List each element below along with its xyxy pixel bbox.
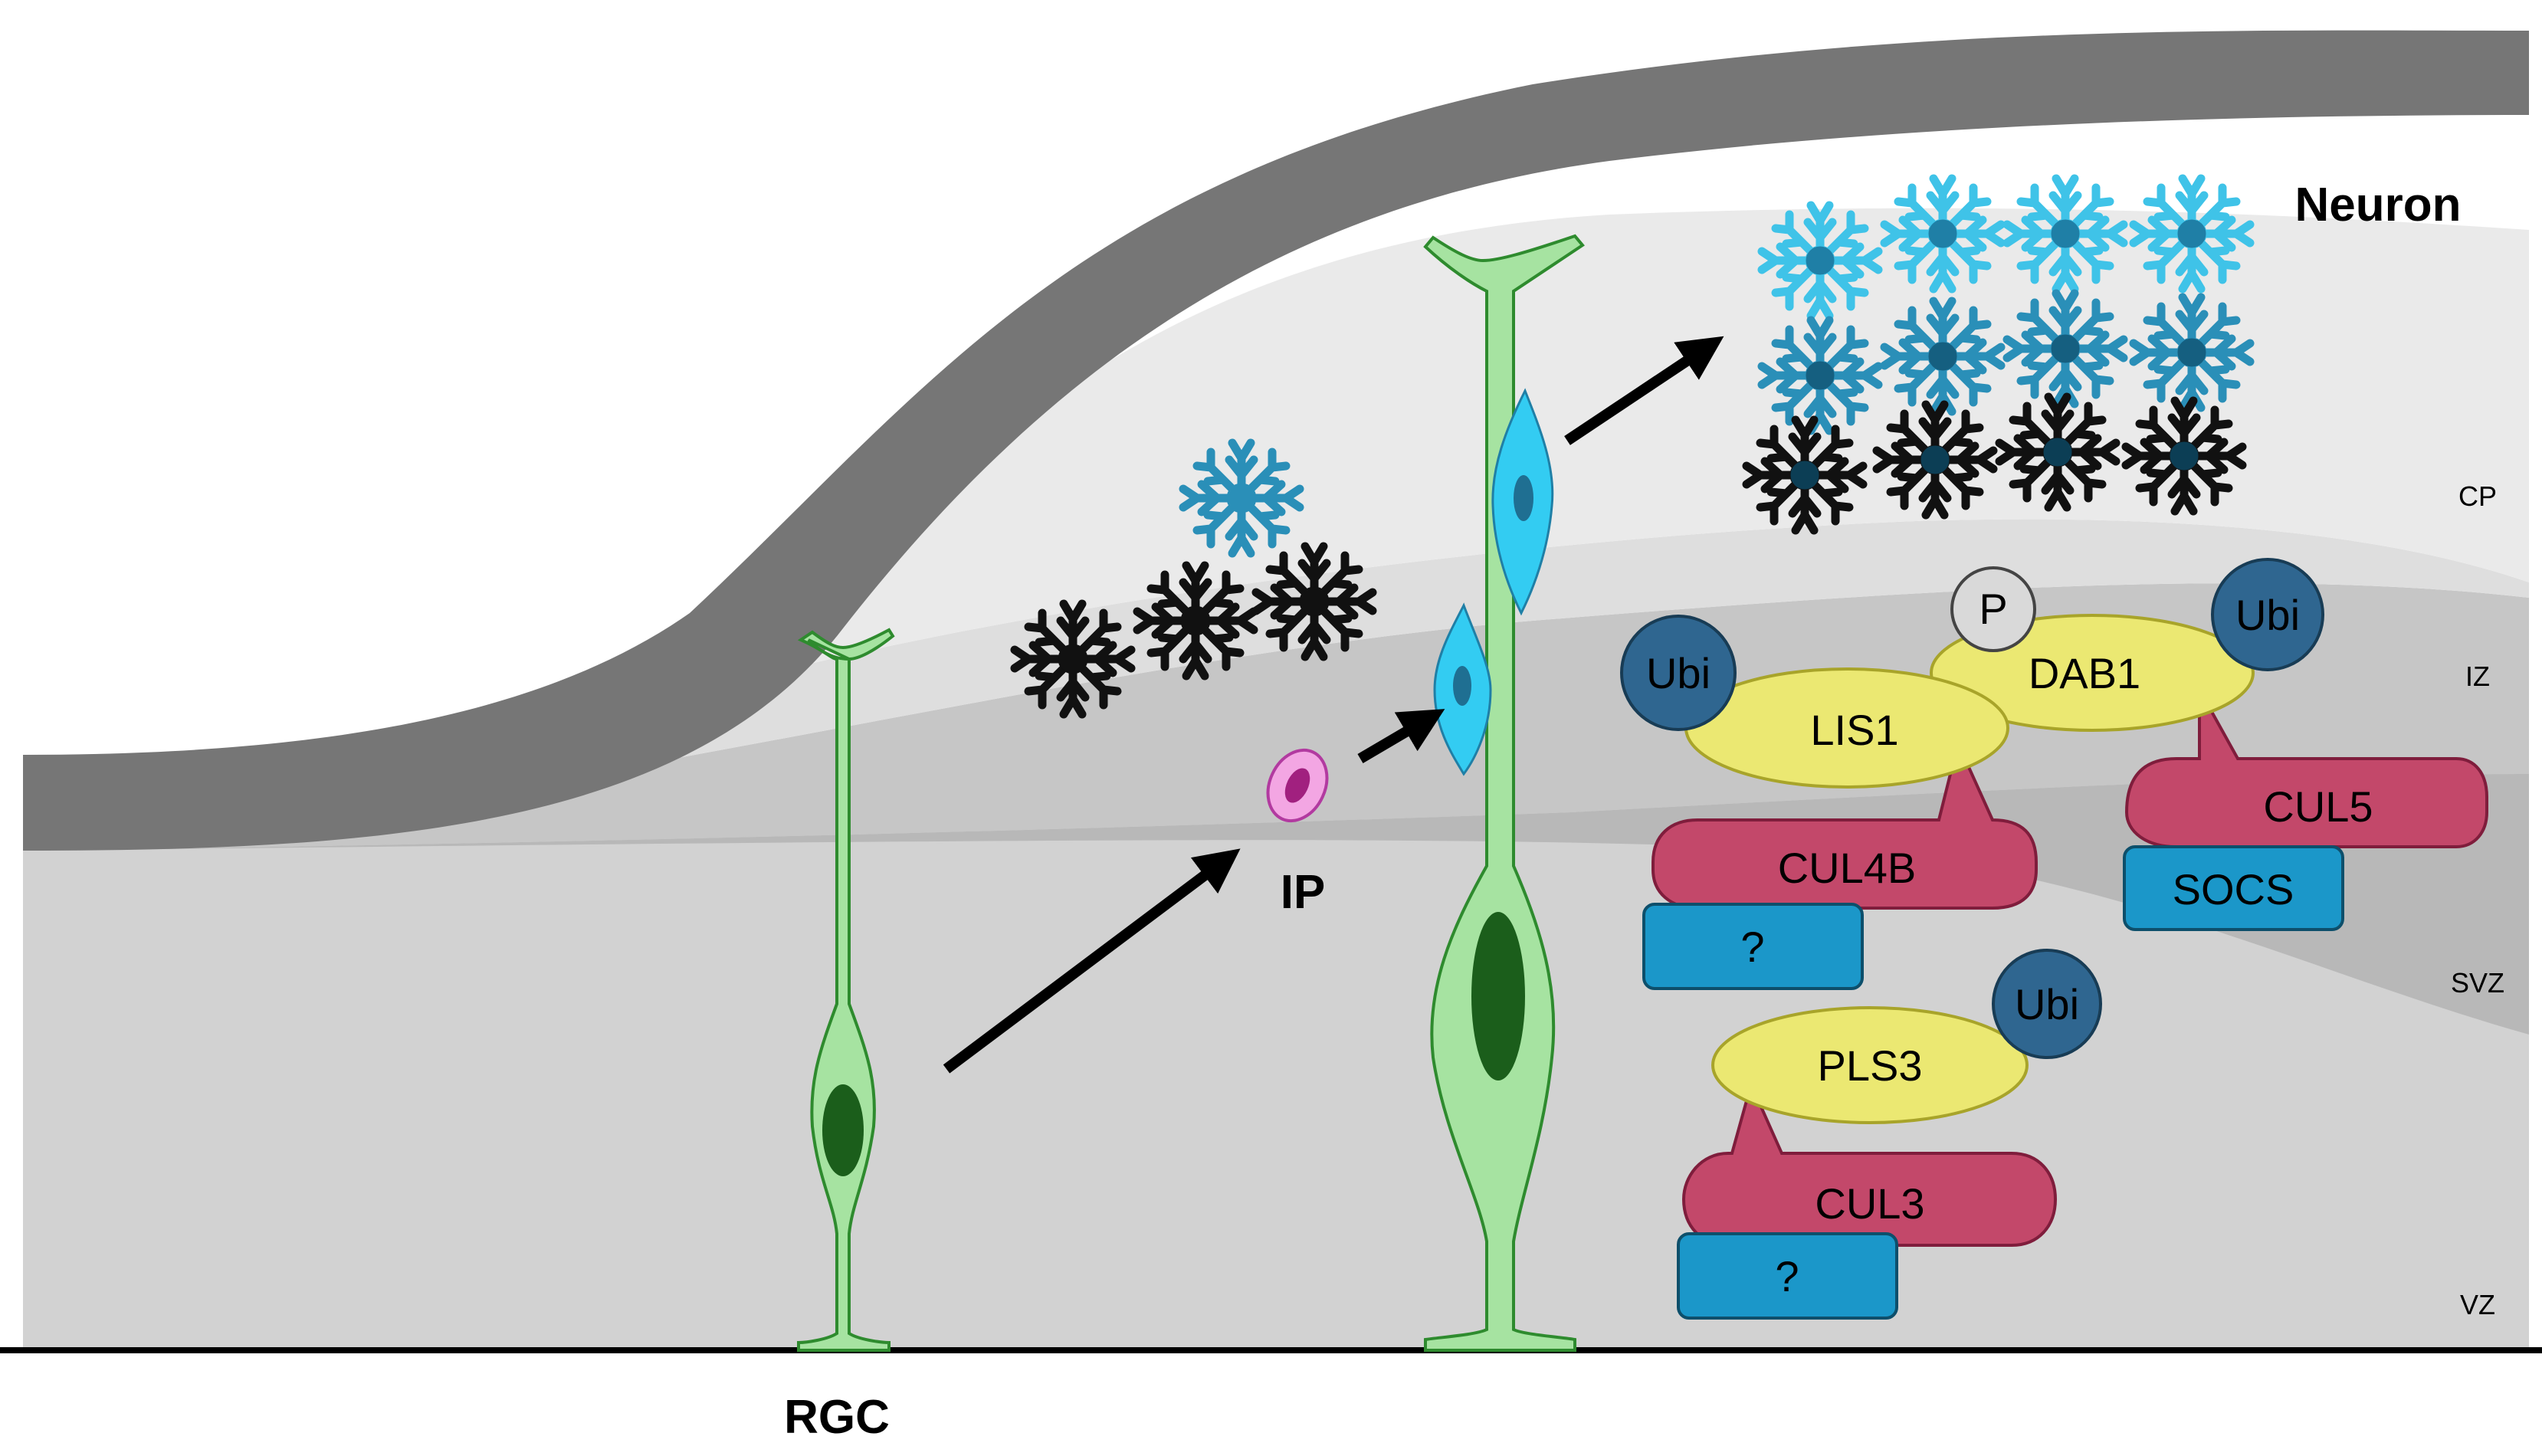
ubi-circle-pls3	[1992, 949, 2102, 1059]
arrows	[943, 336, 1724, 1074]
zone-label-iz: IZ	[2465, 661, 2490, 692]
ip-cell	[1266, 748, 1329, 823]
marginal-zone	[23, 30, 2529, 851]
adaptor-shape-cul3	[1677, 1232, 1898, 1320]
lis1-label: LIS1	[1810, 706, 1898, 754]
zone-label-vz: VZ	[2460, 1289, 2495, 1320]
rgc-nucleus	[1471, 912, 1525, 1081]
ubi-circle-lis1	[1620, 615, 1737, 731]
pls3-label: PLS3	[1818, 1041, 1923, 1090]
ubi-circle-dab1	[2211, 558, 2324, 671]
rgc-nucleus	[822, 1084, 864, 1176]
arrow-ip-to-neuron	[1357, 709, 1445, 764]
phospho-circle	[1950, 566, 2036, 652]
ubi-label-lis1: Ubi	[1646, 649, 1711, 697]
ip-label: IP	[1281, 866, 1326, 919]
zone-label-cp: CP	[2458, 480, 2497, 512]
dab1-label: DAB1	[2029, 649, 2140, 697]
socs-shape	[2123, 845, 2344, 931]
ubi-label-pls3: Ubi	[2015, 980, 2079, 1028]
adaptor-shape-cul4b	[1642, 903, 1864, 990]
ubi-label-dab1: Ubi	[2235, 591, 2300, 639]
zone-label-svz: SVZ	[2451, 967, 2504, 999]
cul5-shape	[2124, 684, 2488, 848]
arrow-rgc-to-ip	[943, 848, 1241, 1074]
phospho-label: P	[1979, 585, 2007, 633]
pls3-shape	[1711, 1006, 2029, 1124]
rgc-cell-right	[1423, 234, 1585, 1352]
arrow-to-cortex	[1564, 336, 1724, 445]
complex-pls3-cul3: CUL3 ? PLS3 Ubi	[1677, 949, 2102, 1320]
migrating-neurons	[1433, 388, 1554, 776]
cul4b-label: CUL4B	[1778, 844, 1917, 892]
cul5-label: CUL5	[2263, 782, 2373, 831]
cul3-label: CUL3	[1815, 1179, 1924, 1228]
adaptor-label-cul3: ?	[1775, 1252, 1799, 1300]
complex-dab1-cul5: CUL5 SOCS DAB1 P Ubi	[1930, 558, 2488, 931]
adaptor-label-cul4b: ?	[1740, 923, 1764, 971]
rgc-cell-left	[797, 628, 895, 1352]
neuron-label: Neuron	[2295, 179, 2462, 231]
rgc-label: RGC	[784, 1391, 890, 1444]
socs-label: SOCS	[2173, 865, 2294, 913]
complex-lis1-cul4b: CUL4B ? LIS1 Ubi	[1620, 615, 2038, 990]
